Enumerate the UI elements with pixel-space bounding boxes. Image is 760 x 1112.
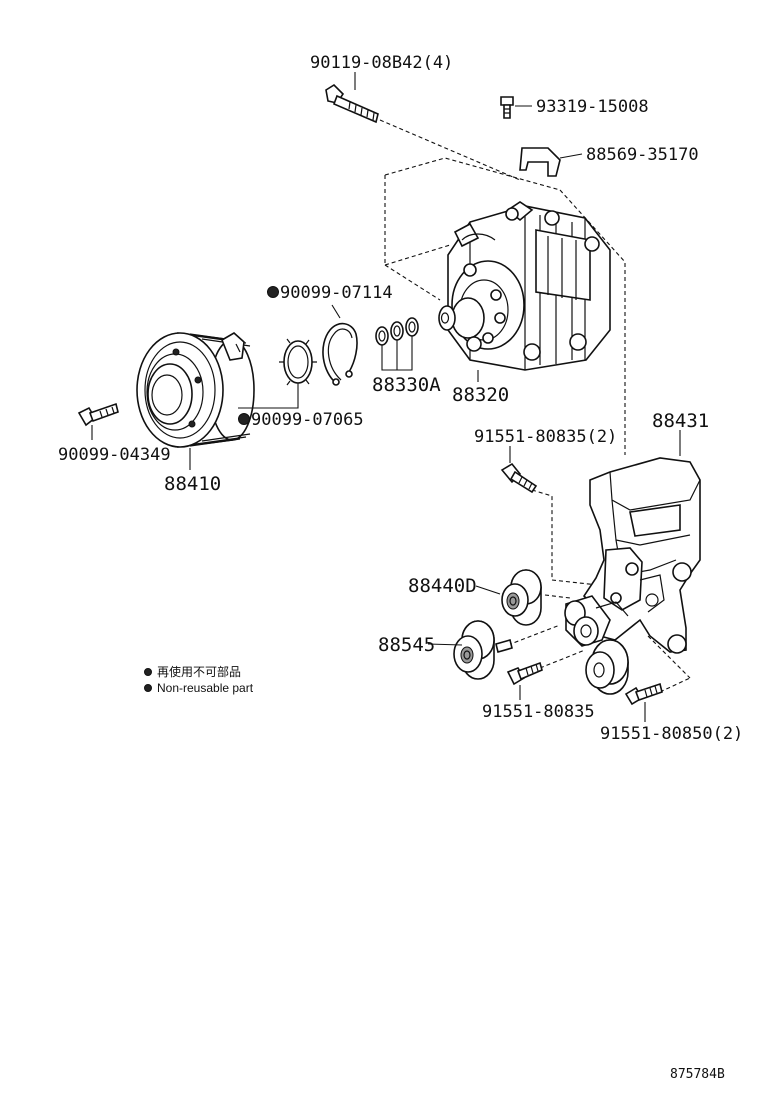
shim-ring-90099-07065-icon [279,338,317,386]
part-label-91551-80835: 91551-80835 [482,702,595,722]
part-label-90099-07065: 90099-07065 [251,410,364,430]
part-label-88440D: 88440D [408,575,477,597]
part-label-88320: 88320 [452,384,509,406]
idler-pulley-88440D-icon [501,569,542,626]
part-label-88569: 88569-35170 [586,145,699,165]
legend-dot-icon [144,668,152,676]
bracket-88569-icon [519,147,561,177]
part-label-88330A: 88330A [372,374,441,396]
legend-dot-icon [144,684,152,692]
part-label-88410: 88410 [164,473,221,495]
snap-ring-90099-07114-icon [322,322,358,386]
tensioner-assembly-icon [564,595,629,647]
non-reusable-dot-icon [238,413,250,425]
bolt-90119-icon [325,83,379,124]
magnet-clutch-88410-icon [136,332,255,448]
part-label-90099-04349: 90099-04349 [58,445,171,465]
part-label-91551-80835-2: 91551-80835(2) [474,427,617,447]
leader-lines [91,72,681,722]
assembly-guide-lines [379,119,691,693]
legend: 再使用不可部品 Non-reusable part [144,664,254,695]
idler-pulley-88545-icon [453,620,513,680]
bolt-91551-80835-icon [506,661,543,686]
diagram-code: 875784B [670,1067,725,1082]
bolt-93319-icon [500,96,514,119]
part-label-93319: 93319-15008 [536,97,649,117]
legend-jp: 再使用不可部品 [157,664,241,679]
part-label-88431: 88431 [652,410,709,432]
bolt-91551-80850-2-icon [624,682,663,706]
part-label-91551-80850-2: 91551-80850(2) [600,724,743,744]
part-label-90099-07114: 90099-07114 [280,283,393,303]
bolt-91551-80835-2-icon [500,462,538,494]
part-label-88545: 88545 [378,634,435,656]
non-reusable-dot-icon [267,286,279,298]
compressor-88320-icon [438,201,611,371]
tensioner-pulley-icon [585,639,629,695]
legend-en: Non-reusable part [157,681,254,695]
part-label-90119: 90119-08B42(4) [310,53,453,73]
bolt-90099-04349-icon [77,402,119,427]
